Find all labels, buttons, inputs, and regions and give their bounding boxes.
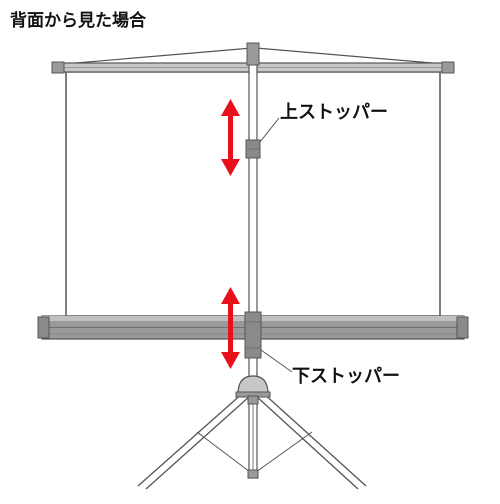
center-pole-upper (248, 45, 258, 319)
lower-stopper (244, 311, 262, 359)
pole-top-cap (246, 42, 260, 66)
pole-foot (247, 469, 259, 479)
bottom-bar-cap-right (456, 316, 469, 339)
leg-brace-left (196, 431, 251, 473)
tripod-hub (237, 375, 269, 395)
diagram-caption: 背面から見た場合 (10, 11, 146, 31)
hanger-wire-left (63, 47, 253, 65)
upper-stopper-label: 上ストッパー (280, 102, 388, 123)
upper-stopper-leader (259, 117, 280, 143)
top-bar-cap-right (441, 61, 455, 74)
bottom-bar-cap-left (37, 316, 50, 339)
lower-adjust-arrow-icon (221, 287, 240, 369)
upper-adjust-arrow-icon (221, 99, 240, 176)
lower-stopper-leader (260, 349, 293, 373)
top-bar-cap-left (51, 61, 65, 74)
lower-stopper-label: 下ストッパー (292, 366, 400, 387)
hanger-wire-right (255, 47, 445, 65)
tripod-leg-right (261, 391, 367, 487)
tripod-leg-left (137, 391, 245, 487)
leg-brace-right (255, 431, 313, 473)
